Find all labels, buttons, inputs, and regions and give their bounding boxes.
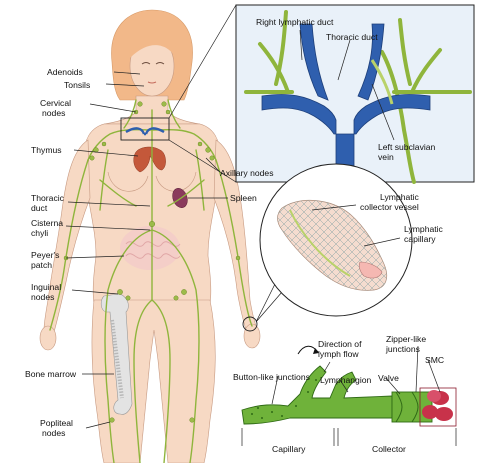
bone-marrow-femur (100, 293, 133, 415)
smc-cells (419, 387, 457, 427)
label-tonsils: Tonsils (64, 80, 90, 90)
label-smc: SMC (425, 355, 444, 365)
label-axillary-nodes: Axillary nodes (220, 168, 274, 178)
label-thoracic-duct-inset: Thoracic duct (326, 32, 378, 42)
capillary-collector-diagram (241, 345, 457, 446)
thymus (133, 146, 166, 173)
lymph-nodes (63, 101, 241, 423)
label-thymus: Thymus (31, 145, 62, 155)
label-collector: Collector (372, 444, 406, 454)
ducts-inset (235, 4, 475, 184)
lymphatic-capillary-tube (241, 365, 393, 425)
label-bone-marrow: Bone marrow (25, 369, 77, 379)
valve-shape (395, 391, 419, 423)
label-capillary: Capillary (272, 444, 306, 454)
right-arm (43, 139, 91, 333)
mouth (147, 81, 157, 84)
hair-fringe (129, 25, 177, 58)
right-hand (39, 325, 57, 351)
capillary-magnified-inset (259, 163, 413, 317)
mini-veins (125, 127, 165, 136)
jugular-veins (299, 23, 385, 101)
thoracic-duct-vessel (370, 59, 394, 105)
hand-magnifier-marker (242, 316, 258, 332)
label-right-lymphatic-duct: Right lymphatic duct (256, 17, 334, 27)
inset-indicator-box (120, 117, 170, 141)
lymph-vessels-body (49, 99, 253, 463)
label-valve: Valve (378, 373, 399, 383)
peyers-patch (120, 226, 180, 270)
eyes (141, 62, 165, 65)
label-button-like-junctions: Button-like junctions (233, 372, 310, 382)
label-lymphangion: Lymphangion (320, 375, 372, 385)
subclavian-veins (261, 94, 431, 183)
label-spleen: Spleen (230, 193, 257, 203)
left-hand (243, 323, 261, 349)
label-adenoids: Adenoids (47, 67, 83, 77)
